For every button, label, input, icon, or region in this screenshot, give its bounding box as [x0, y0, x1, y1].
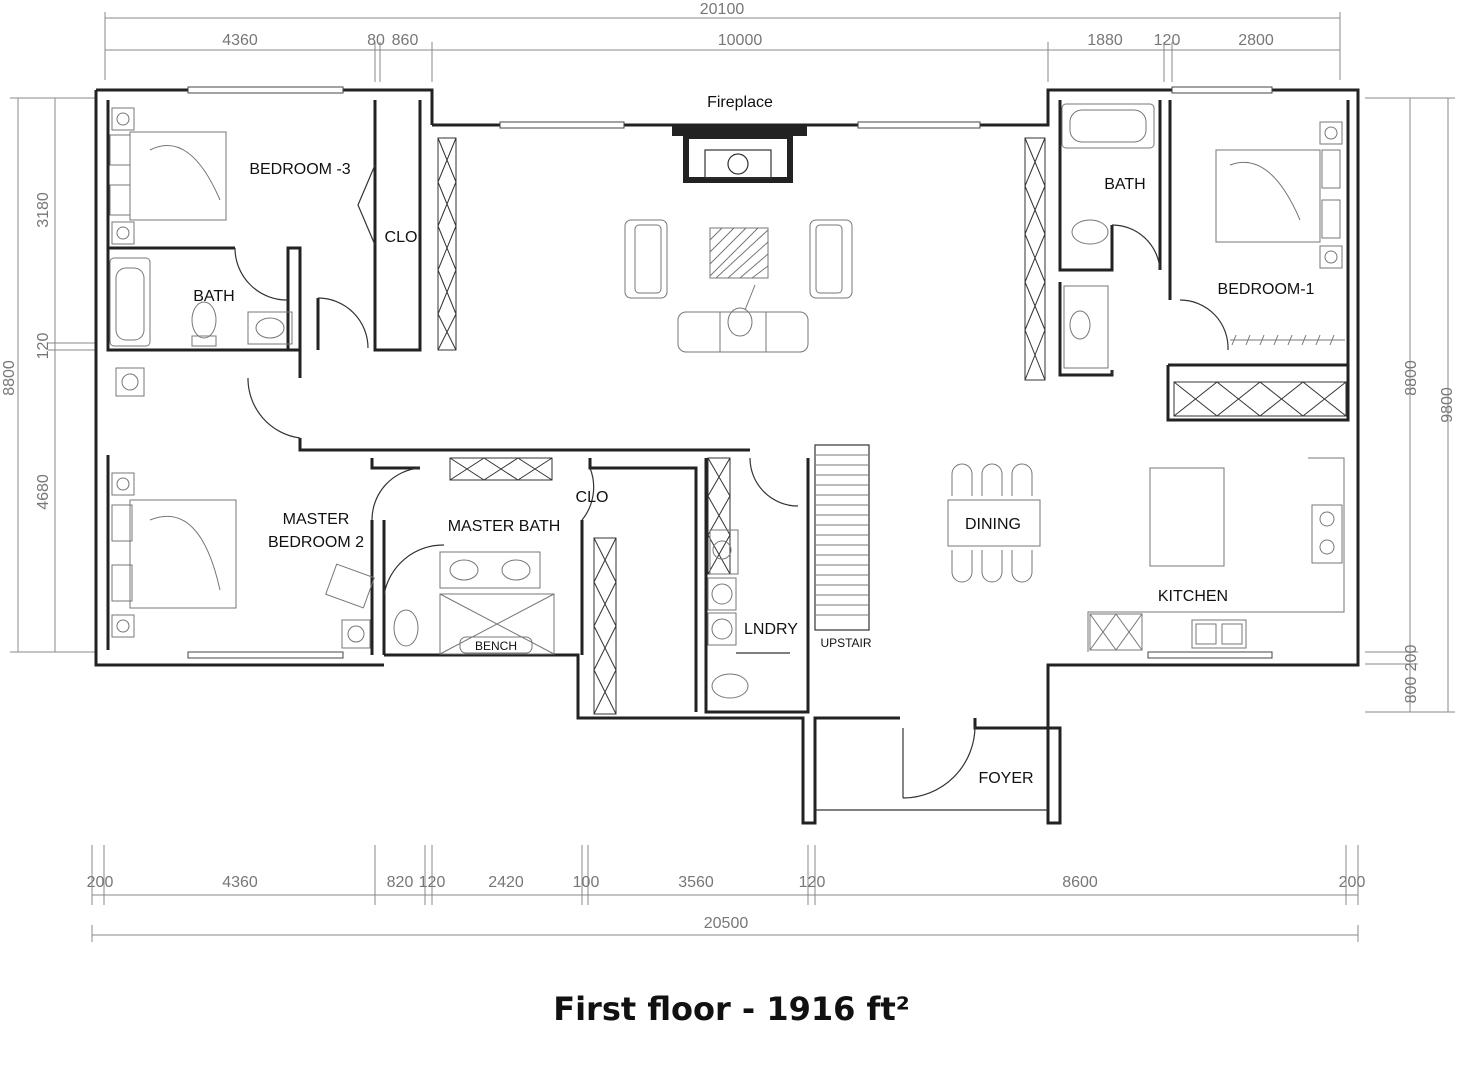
dim-top-7: 2800	[1238, 32, 1274, 49]
dim-right-1: 8800	[1403, 360, 1420, 396]
stairs	[814, 444, 870, 631]
dim-top-total: 20100	[700, 1, 745, 18]
dim-left-3: 4680	[35, 474, 52, 510]
dining-set	[947, 463, 1041, 583]
interior-walls	[106, 100, 1350, 714]
label-clo-master: CLO	[576, 489, 609, 506]
dim-top-4: 10000	[718, 32, 763, 49]
dim-top-5: 1880	[1087, 32, 1123, 49]
label-fireplace: Fireplace	[707, 94, 773, 111]
dim-bottom-2: 4360	[222, 874, 258, 891]
dim-bottom-total: 20500	[704, 915, 749, 932]
label-master-bath: MASTER BATH	[448, 518, 561, 535]
fireplace	[672, 124, 807, 183]
page-title: First floor - 1916 ft²	[553, 990, 910, 1028]
label-foyer: FOYER	[978, 770, 1033, 787]
exterior-walls	[94, 86, 1360, 825]
room-labels: BEDROOM -3 CLO BATH Fireplace BATH BEDRO…	[193, 94, 1314, 787]
door-swings	[234, 164, 1229, 596]
dim-right-total: 9800	[1439, 387, 1456, 423]
label-bedroom-3: BEDROOM -3	[249, 161, 350, 178]
dim-top-1: 4360	[222, 32, 258, 49]
dim-left-2: 120	[35, 333, 52, 360]
label-master-line1: MASTER	[283, 511, 350, 528]
dim-left-total: 8800	[1, 360, 18, 396]
dim-bottom-3: 820	[387, 874, 414, 891]
label-lndry: LNDRY	[744, 621, 798, 638]
label-clo-left: CLO	[385, 229, 418, 246]
dim-bottom-1: 200	[87, 874, 114, 891]
label-kitchen: KITCHEN	[1158, 588, 1228, 605]
dim-top-6: 120	[1154, 32, 1181, 49]
dimension-lines	[10, 12, 1455, 942]
beds	[109, 107, 1345, 649]
dim-bottom-10: 200	[1339, 874, 1366, 891]
dim-left-1: 3180	[35, 192, 52, 228]
closet-hatches	[437, 137, 1347, 715]
dimension-labels: 20100 4360 80 860 10000 1880 120 2800 20…	[1, 1, 1456, 932]
kitchen-fixtures	[1087, 457, 1345, 652]
dim-bottom-5: 2420	[488, 874, 524, 891]
dim-right-2: 200	[1403, 645, 1420, 672]
bath-fixtures	[109, 103, 1155, 699]
dim-right-3: 800	[1403, 677, 1420, 704]
living-furniture	[624, 219, 853, 353]
dim-top-2: 80	[367, 32, 385, 49]
dim-bottom-4: 120	[419, 874, 446, 891]
label-bench: BENCH	[475, 639, 517, 653]
label-upstair: UPSTAIR	[820, 636, 871, 650]
label-master-line2: BEDROOM 2	[268, 534, 364, 551]
label-bedroom-1: BEDROOM-1	[1218, 281, 1315, 298]
dim-bottom-9: 8600	[1062, 874, 1098, 891]
label-bath-right: BATH	[1104, 176, 1145, 193]
dim-bottom-6: 100	[573, 874, 600, 891]
dim-bottom-8: 120	[799, 874, 826, 891]
label-dining: DINING	[965, 516, 1021, 533]
dim-top-3: 860	[392, 32, 419, 49]
dim-bottom-7: 3560	[678, 874, 714, 891]
label-bath-left: BATH	[193, 288, 234, 305]
